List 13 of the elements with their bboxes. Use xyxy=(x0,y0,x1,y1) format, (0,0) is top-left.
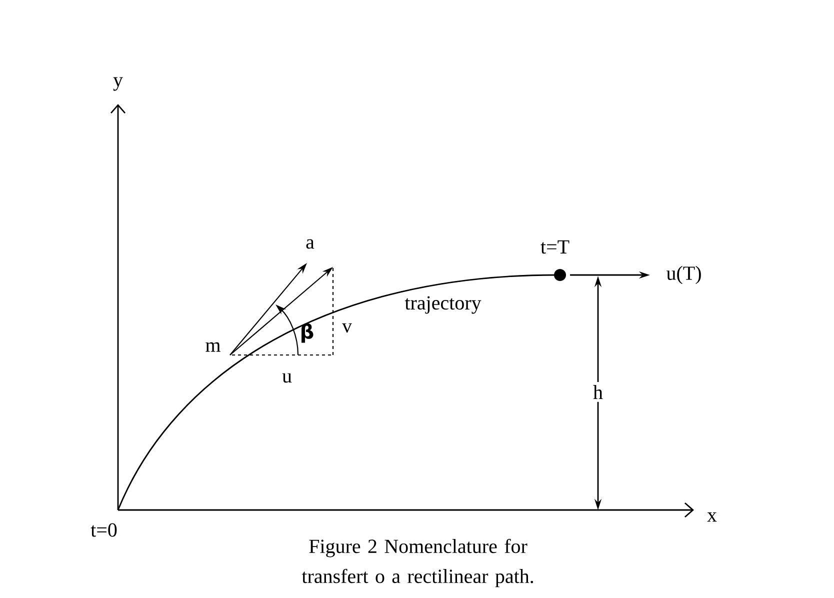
axis-label: x xyxy=(707,512,717,522)
angle-label: β xyxy=(302,323,314,343)
dimension-label: h xyxy=(590,382,606,402)
curve-label: trajectory xyxy=(404,296,482,314)
point-label: t=T xyxy=(540,240,570,254)
point-label: t=0 xyxy=(90,523,117,537)
point-label: m xyxy=(206,342,220,352)
component-label: u xyxy=(282,373,292,383)
vector-label: a xyxy=(306,239,314,249)
axis-label: y xyxy=(113,77,123,91)
vector-label: u(T) xyxy=(666,266,701,284)
caption: Figure 2 Nomenclature for transfert o a rectilinear path. xyxy=(302,538,534,588)
component-label: v xyxy=(342,323,352,333)
